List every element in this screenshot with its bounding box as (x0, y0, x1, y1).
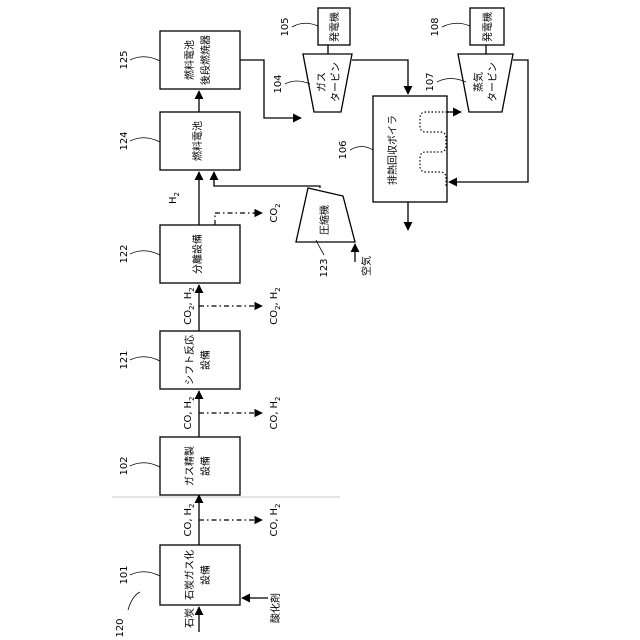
separator-block: 分離設備 (160, 225, 240, 283)
ref-108: 108 (430, 17, 441, 36)
compressor-block: 圧縮機 (296, 188, 355, 242)
dashed-label-co2-h2: CO2,H2 (269, 287, 282, 325)
gas-turbine-block: ガス タービン (303, 54, 352, 112)
gas-purifier-label-1: ガス精製 (183, 446, 196, 486)
svg-text:CO,H2: CO,H2 (183, 503, 196, 536)
ref-107-leader (437, 79, 466, 83)
svg-text:CO2,H2: CO2,H2 (269, 287, 282, 325)
dashed-label-co-h2-1: CO,H2 (269, 503, 282, 536)
gasifier-block: 石炭ガス化 設備 (160, 545, 240, 605)
generator-1-label: 発電機 (328, 12, 341, 42)
ref-121: 121 (119, 350, 130, 369)
ref-104-leader (285, 81, 310, 84)
gas-purifier-block: ガス精製 設備 (160, 437, 240, 495)
stream-label-co2-h2: CO2,H2 (183, 287, 196, 325)
ref-125: 125 (119, 50, 130, 69)
steam-turbine-block: 蒸気 タービン (458, 54, 513, 112)
stream-label-co-h2-1: CO,H2 (183, 503, 196, 536)
gasifier-label-1: 石炭ガス化 (183, 550, 196, 600)
gasifier-label-2: 設備 (199, 565, 212, 585)
stream-label-h2: H2 (168, 192, 181, 204)
svg-text:CO,H2: CO,H2 (269, 396, 282, 429)
svg-text:H2: H2 (168, 192, 181, 204)
gas-turbine-label-1: ガス (316, 72, 328, 92)
air-label: 空気 (360, 256, 373, 276)
steam-turbine-label-1: 蒸気 (472, 72, 485, 92)
afterburner-label-1: 燃料電池 (183, 40, 196, 80)
oxidant-label: 酸化剤 (269, 593, 282, 623)
ref-104: 104 (273, 74, 284, 93)
svg-text:CO2: CO2 (269, 203, 282, 222)
hrsg-label: 排熱回収ボイラ (386, 115, 399, 185)
gas-turbine-exhaust (352, 60, 408, 94)
ref-102-leader (130, 463, 160, 467)
dashed-label-co-h2-2: CO,H2 (269, 396, 282, 429)
afterburner-label-2: 後段燃焼器 (199, 35, 212, 85)
compressor-label: 圧縮機 (318, 205, 331, 235)
ref-122-leader (130, 251, 160, 255)
gas-purifier-label-2: 設備 (199, 456, 212, 476)
ref-106-leader (350, 147, 373, 151)
ref-122: 122 (119, 244, 130, 263)
ref-105: 105 (280, 17, 291, 36)
svg-text:CO2,H2: CO2,H2 (183, 287, 196, 325)
fuel-cell-label: 燃料電池 (191, 121, 204, 161)
steam-turbine-label-2: タービン (487, 62, 499, 102)
ref-123: 123 (319, 258, 330, 277)
stream-label-co-h2-2: CO,H2 (183, 396, 196, 429)
ref-106: 106 (338, 140, 349, 159)
generator-2-block: 発電機 (470, 8, 504, 45)
ref-101: 101 (119, 565, 130, 584)
generator-2-label: 発電機 (481, 12, 494, 42)
compressor-to-fuel-cell (214, 172, 320, 188)
ref-124: 124 (119, 131, 130, 150)
ref-107: 107 (425, 72, 436, 91)
ref-105-leader (292, 23, 318, 27)
gas-turbine-label-2: タービン (330, 62, 342, 102)
ref-125-leader (130, 57, 160, 61)
svg-text:CO,H2: CO,H2 (269, 503, 282, 536)
svg-text:CO,H2: CO,H2 (183, 396, 196, 429)
ref-120: 120 (115, 618, 126, 637)
ref-121-leader (130, 357, 160, 361)
hrsg-block: 排熱回収ボイラ (373, 96, 447, 202)
fuel-cell-block: 燃料電池 (160, 112, 240, 170)
shift-reactor-label-2: 設備 (199, 350, 212, 370)
shift-reactor-label-1: シフト反応 (183, 335, 196, 385)
shift-reactor-block: シフト反応 設備 (160, 331, 240, 389)
dashed-label-co2: CO2 (269, 203, 282, 222)
ref-124-leader (130, 138, 160, 142)
ref-108-leader (442, 23, 470, 27)
ref-101-leader (130, 572, 160, 576)
ref-102: 102 (119, 456, 130, 475)
generator-1-block: 発電機 (318, 8, 350, 45)
afterburner-block: 燃料電池 後段燃焼器 (160, 31, 240, 89)
afterburner-to-gas-turbine (240, 60, 301, 118)
separator-label: 分離設備 (191, 234, 204, 274)
coal-label: 石炭 (184, 608, 196, 628)
ref-120-leader (128, 592, 140, 610)
